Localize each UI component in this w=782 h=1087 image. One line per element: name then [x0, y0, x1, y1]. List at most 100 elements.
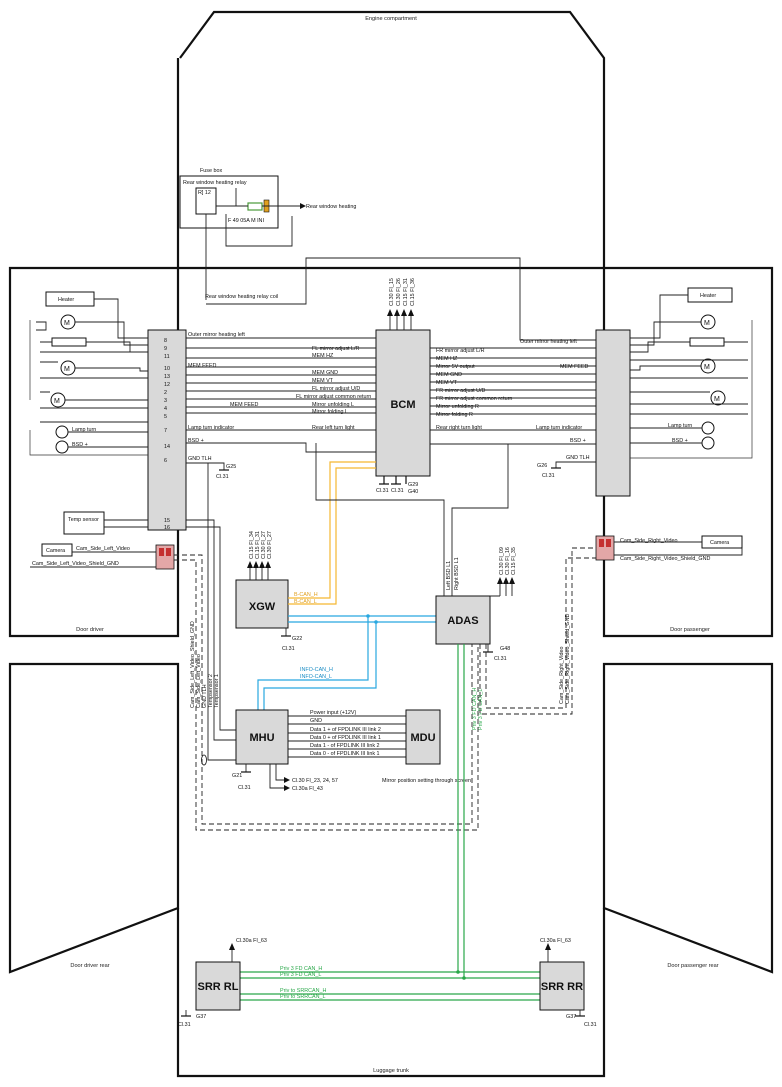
- xgw-fuse-1: Cl.15 FI_34: [249, 531, 255, 559]
- left-vert-video: Cam_Side_Left_Video: [196, 654, 202, 708]
- left-vert-gnd-tlh: GND TLH: [202, 684, 208, 708]
- zone-door-driver-label: Door driver: [76, 627, 104, 633]
- fuse-label: F 49 05A M INI: [228, 218, 264, 224]
- left-signal-wires: Outer mirror heating left FL mirror adju…: [186, 332, 376, 453]
- left-gnd-tlh: GND TLH: [188, 456, 212, 462]
- right-door-connector: [595, 329, 631, 497]
- bcan-h-wire: [288, 461, 376, 599]
- left-cam-connector-pin-b: [166, 548, 171, 556]
- left-cam-video-label: Cam_Side_Left_Video: [76, 546, 130, 552]
- right-vert-shield: Cam_Side_Right_Video_Shield_GND: [565, 613, 571, 704]
- srr-rl-fuse-arrow: [229, 943, 235, 950]
- zone-door-passenger-rear-label: Door passenger rear: [667, 963, 718, 969]
- bcan-h-label: B-CAN_H: [294, 592, 318, 598]
- left-fold-actuator: [51, 337, 87, 347]
- right-camera-label: Camera: [710, 540, 729, 546]
- right-sig-8: FR mirror adjust common return: [436, 396, 512, 402]
- left-door-connector: [147, 329, 187, 531]
- left-sig-7: FL mirror adjust common return: [296, 394, 371, 400]
- left-pin-12: 12: [164, 382, 170, 388]
- right-door: Heater M M M Lamp turn BSD + GND TLH G26…: [537, 287, 753, 562]
- srr-rr-fuse-arrow: [545, 943, 551, 950]
- xgw-fuse-3: Cl.30 FI_27: [261, 531, 267, 559]
- srr-rr-gnd-g: G37: [566, 1014, 576, 1020]
- left-camera-label: Camera: [46, 548, 65, 554]
- left-pin-6: 6: [164, 458, 167, 464]
- infocan-l-label: INFO-CAN_L: [300, 674, 332, 680]
- bcm-fuse-2: Cl.30 FI_26: [396, 278, 402, 306]
- right-motor-1-m: M: [704, 320, 710, 327]
- right-gnd-tlh: GND TLH: [566, 455, 590, 461]
- zone-door-passenger-label: Door passenger: [670, 627, 710, 633]
- bcm-gnd-g40: G40: [408, 489, 418, 495]
- srr-rl-module: SRR RL Cl.30a FI_63 G37 Cl.31: [178, 938, 267, 1028]
- adas-gnd-g: G48: [500, 646, 510, 652]
- adas-label: ADAS: [447, 615, 478, 627]
- right-cam-shield-label: Cam_Side_Right_Video_Shield_GND: [620, 556, 711, 562]
- adas-module: ADAS Cl.30 FI_09 Cl.30 FI_16 Cl.15 FI_35…: [315, 443, 596, 730]
- privcan-junction-l: [462, 976, 466, 980]
- right-gnd-g: G26: [537, 463, 547, 469]
- right-sig-2: MEM HZ: [436, 356, 458, 362]
- door-passenger-rear-outline: [602, 662, 774, 974]
- right-heater-label: Heater: [700, 293, 716, 299]
- left-pin-9: 9: [164, 346, 167, 352]
- left-sig-4: MEM GND: [312, 370, 338, 376]
- relay-id: R] 12: [198, 190, 211, 196]
- mhu-fuse-2: Cl.30a FI_43: [292, 786, 323, 792]
- left-camera-box: [41, 543, 73, 557]
- mdu-mirror-setting: Mirror position setting through screen: [382, 778, 471, 784]
- right-sig-9: Mirror unfolding R: [436, 404, 479, 410]
- srr-rl-label: SRR RL: [198, 981, 239, 993]
- left-gnd-g: G25: [226, 464, 236, 470]
- bcan-bus: B-CAN_H B-CAN_L: [288, 461, 376, 605]
- mhu-fpd-1: Data 1 + of FPDLINK III link 2: [310, 727, 381, 733]
- vehicle-outline: [8, 10, 774, 1078]
- left-sig-1: FL mirror adjust L/R: [312, 346, 360, 352]
- left-pin-16: 16: [164, 525, 170, 531]
- adas-box: [435, 595, 491, 645]
- left-sig-8: MEM FEED: [230, 402, 259, 408]
- right-fold-actuator: [689, 337, 725, 347]
- left-vert-shield: Cam_Side_Left_Video_Shield_GND: [190, 621, 196, 708]
- srr-psrr-h: Priv to SRRCAN_H: [280, 988, 327, 994]
- right-sig-7: FR mirror adjust U/D: [436, 388, 486, 394]
- srr-rr-fuse: Cl.30a FI_63: [540, 938, 571, 944]
- left-pin-4: 4: [164, 406, 167, 412]
- mhu-gnd-g: G21: [232, 773, 242, 779]
- relay-coil-label: Rear window heating relay coil: [205, 294, 278, 300]
- infocan-h-label: INFO-CAN_H: [300, 667, 333, 673]
- left-motor-1-m: M: [64, 320, 70, 327]
- left-motor-2-m: M: [64, 366, 70, 373]
- left-pin-5: 5: [164, 414, 167, 420]
- xgw-gnd-cl: Cl.31: [282, 646, 295, 652]
- door-passenger-outline: [602, 266, 774, 638]
- left-sig-6: FL mirror adjust U/D: [312, 386, 360, 392]
- mdu-module: MDU Mirror position setting through scre…: [382, 709, 471, 784]
- srr-pfd-l: Priv 3 FD CAN_L: [280, 972, 321, 978]
- mhu-fpd-3: Data 1 - of FPDLINK III link 2: [310, 743, 380, 749]
- left-cam-video-run: [174, 554, 473, 825]
- mhu-box: [235, 709, 289, 765]
- bcm-gnd-g29: G29: [408, 482, 418, 488]
- srr-rr-label: SRR RR: [541, 981, 583, 993]
- adas-pfd-l: Priv 3 FD CAN_L: [478, 689, 484, 730]
- zone-engine-label: Engine compartment: [365, 16, 417, 22]
- door-driver-rear-outline: [8, 662, 180, 974]
- right-sig-12: Lamp turn indicator: [536, 425, 582, 431]
- fuse-symbol: [247, 202, 263, 211]
- xgw-gnd-g: G22: [292, 636, 302, 642]
- right-sig-0: Outer mirror heating left: [520, 339, 577, 345]
- privcan-bus: Priv 3 FD CAN_H Priv 3 FD CAN_L Priv to …: [240, 644, 540, 1001]
- right-cam-connector-pin-a: [599, 539, 604, 547]
- door-driver-outline: [8, 266, 180, 638]
- left-pin-8: 8: [164, 338, 167, 344]
- left-pin-11: 11: [164, 354, 170, 360]
- mhu-fuse-arrows: [284, 777, 290, 791]
- bcm-label: BCM: [390, 399, 415, 411]
- right-sig-5: MEM GND: [436, 372, 462, 378]
- left-lamp-turn-label: Lamp turn: [72, 427, 96, 433]
- bcm-fuse-arrows: [387, 309, 414, 330]
- srr-rr-gnd-cl: Cl.31: [584, 1022, 597, 1028]
